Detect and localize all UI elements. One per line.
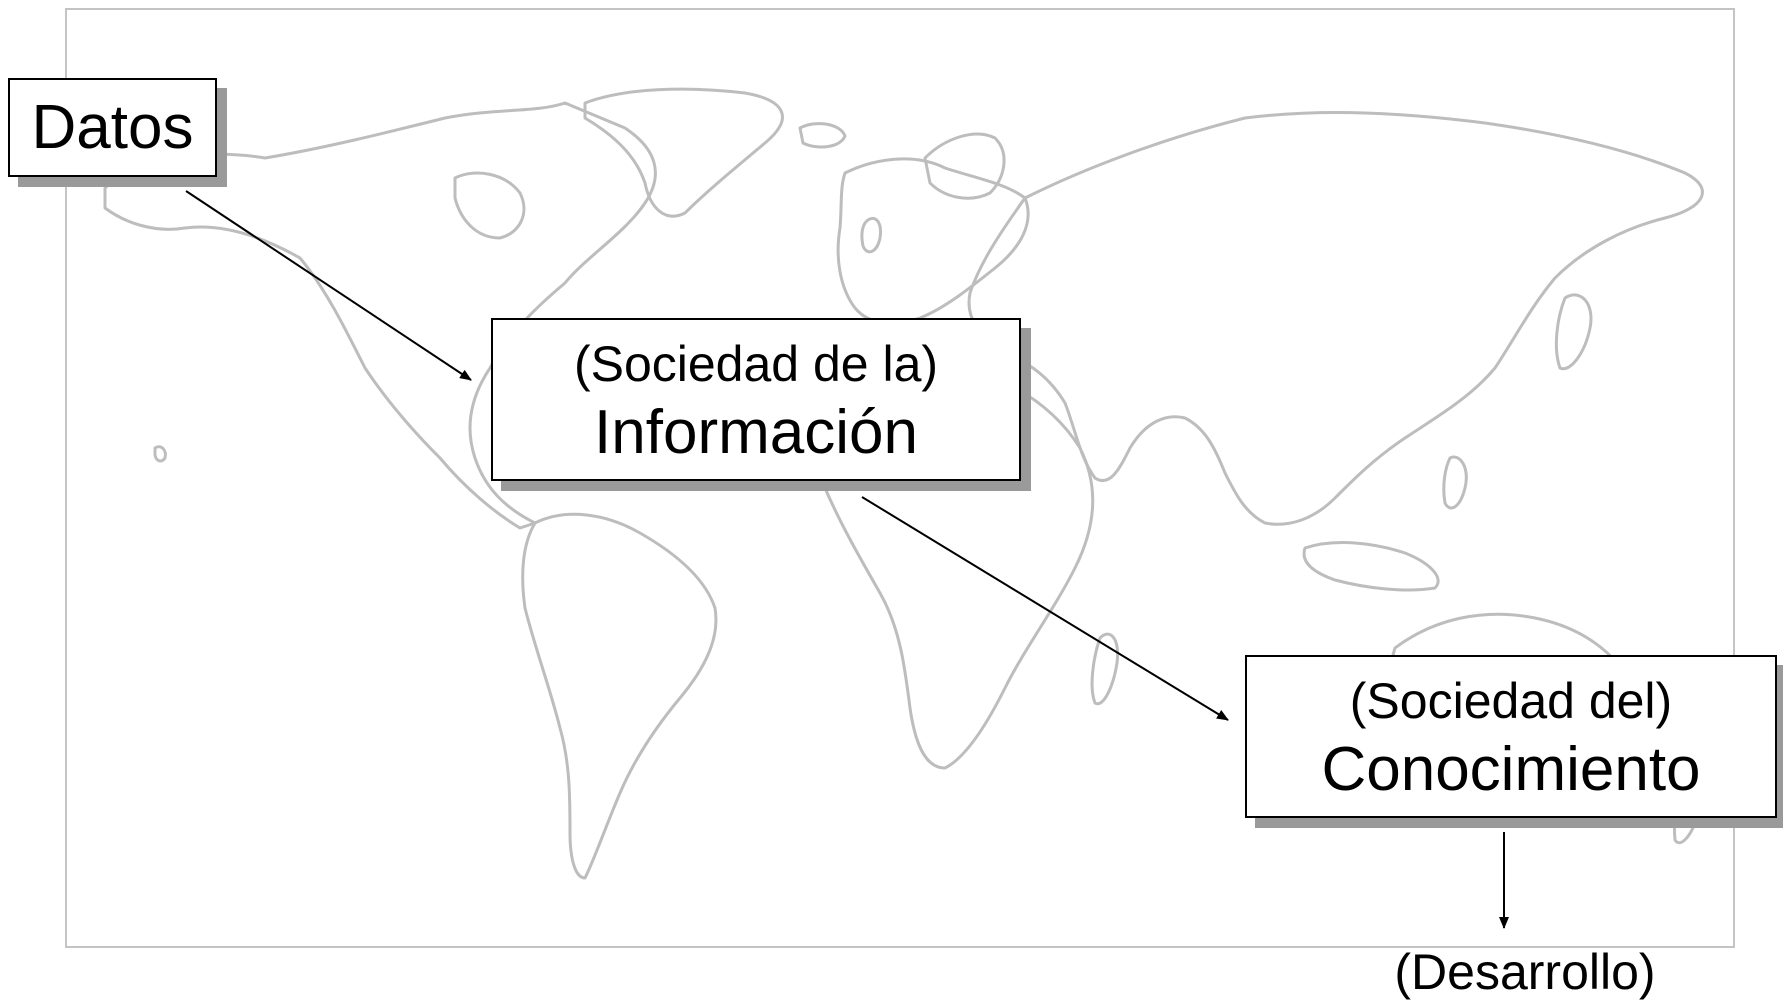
south-america-outline (521, 512, 718, 880)
madagascar-outline (1090, 632, 1120, 706)
desarrollo-label: (Desarrollo) (1394, 944, 1656, 1000)
conocimiento-box: (Sociedad del) Conocimiento (1245, 655, 1777, 818)
asia-outline (967, 111, 1704, 526)
greenland-outline (583, 87, 784, 218)
philippines-outline (1442, 455, 1468, 510)
north-america-outline (103, 101, 657, 530)
informacion-title: Información (594, 398, 918, 467)
scandinavia-outline (923, 132, 1006, 200)
datos-label: Datos (31, 93, 194, 162)
datos-box: Datos (8, 78, 217, 177)
map-frame (65, 8, 1735, 948)
hudson-bay-outline (453, 171, 526, 240)
africa-outline (816, 355, 1095, 770)
uk-outline (860, 217, 883, 254)
hawaii-outline (153, 445, 167, 463)
conocimiento-title: Conocimiento (1321, 735, 1701, 804)
informacion-prefix: (Sociedad de la) (573, 336, 939, 392)
arrow-informacion-to-conocimiento (861, 496, 1229, 721)
arrow-datos-to-informacion (185, 190, 472, 381)
japan-outline (1554, 293, 1593, 371)
indonesia-outline (1302, 541, 1440, 592)
informacion-box: (Sociedad de la) Información (491, 318, 1021, 481)
iceland-outline (798, 122, 847, 149)
conocimiento-prefix: (Sociedad del) (1349, 673, 1673, 729)
